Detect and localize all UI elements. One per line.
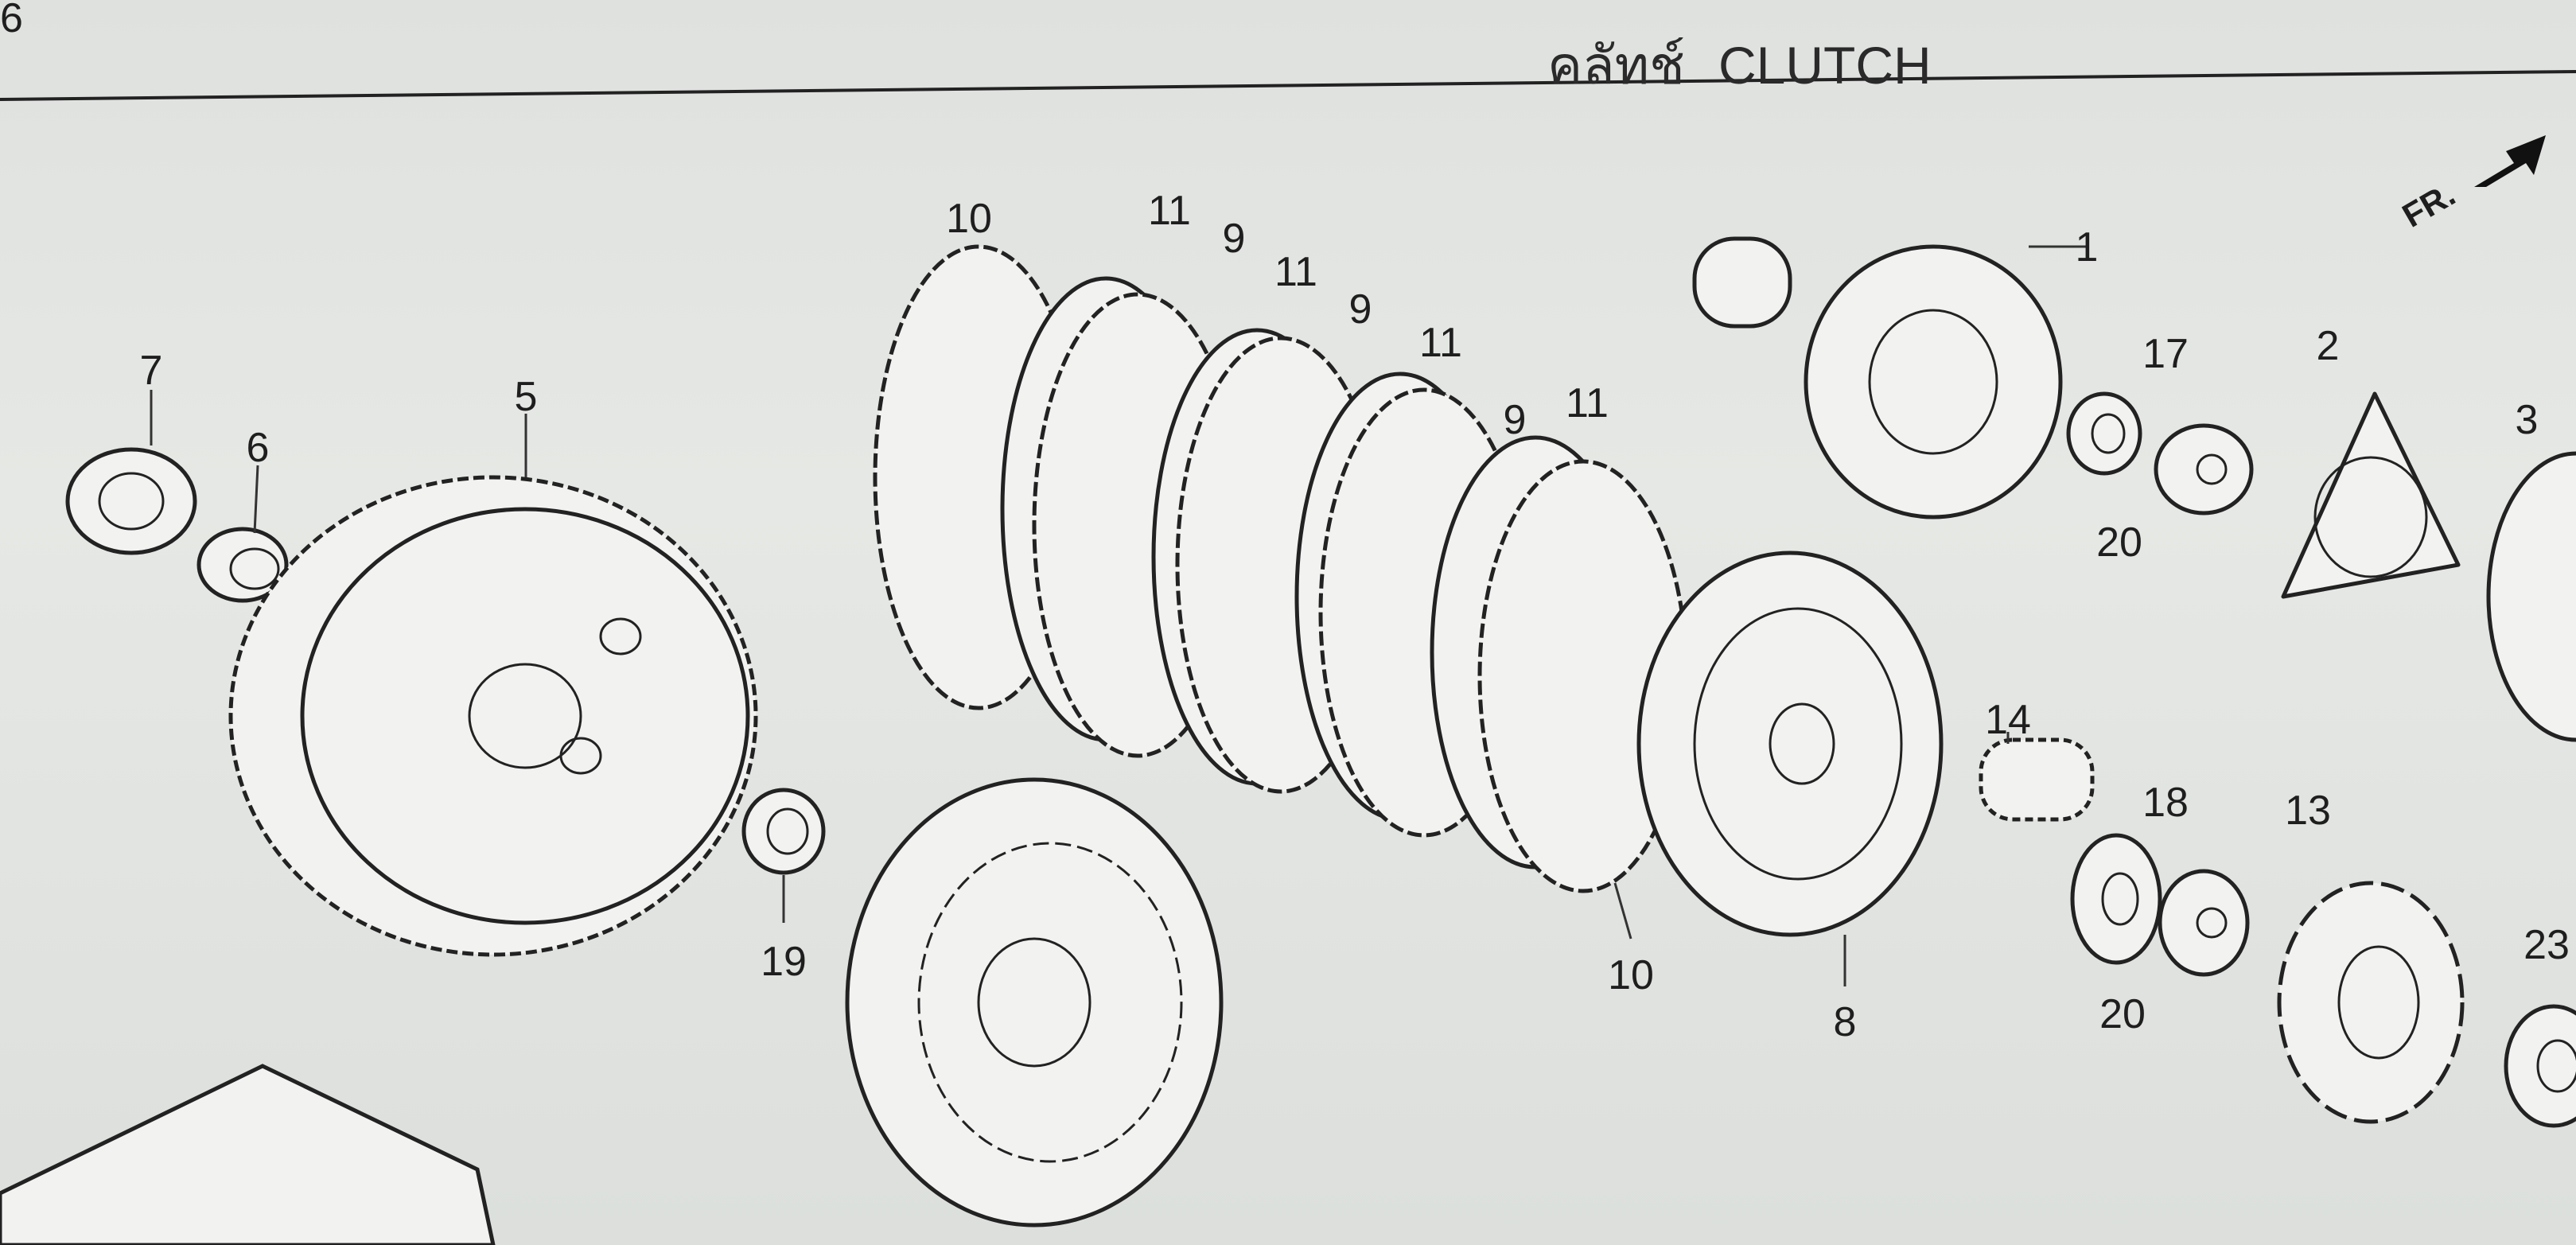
leader-lines <box>150 245 2087 986</box>
part-5-clutch-outer <box>228 475 758 957</box>
callout-20: 20 <box>2099 991 2146 1037</box>
adjacent-part-partial <box>0 1064 496 1245</box>
callout-11: 11 <box>1419 320 1462 366</box>
front-label: FR. <box>2396 175 2461 235</box>
part-2-plate <box>2281 391 2461 599</box>
callout-20: 20 <box>2096 519 2142 566</box>
callout-13: 13 <box>2285 788 2331 834</box>
callout-9: 9 <box>1504 397 1527 443</box>
callout-11: 11 <box>1566 380 1609 426</box>
part-6-collar <box>197 527 289 603</box>
callout-5: 5 <box>515 374 538 420</box>
callout-10: 10 <box>946 196 992 242</box>
arrow-up-right-icon <box>2474 135 2546 187</box>
callout-11: 11 <box>1148 188 1191 234</box>
part-3-cover <box>2486 451 2576 742</box>
part-pressure-plate <box>845 777 1224 1227</box>
part-13-lifter-plate <box>2277 881 2465 1124</box>
callout-7: 7 <box>140 348 163 394</box>
callout-11: 11 <box>1274 249 1317 295</box>
callout-18: 18 <box>2142 780 2189 826</box>
page-mark: 6 <box>0 0 23 41</box>
callout-6: 6 <box>247 425 270 471</box>
callout-23: 23 <box>2523 922 2570 968</box>
callout-2: 2 <box>2317 323 2340 369</box>
part-17-lifter-cam <box>2154 423 2254 516</box>
callout-14: 14 <box>1985 697 2031 743</box>
part-8-clutch-center <box>1636 551 1944 937</box>
part-1-lifter-housing <box>1692 236 2063 519</box>
front-direction-indicator: FR. <box>2396 135 2546 235</box>
callout-10: 10 <box>1608 952 1654 998</box>
callout-8: 8 <box>1834 999 1857 1045</box>
part-20-washer-lower <box>2070 833 2162 965</box>
callout-17: 17 <box>2142 331 2189 377</box>
part-20-washer-upper <box>2066 391 2142 476</box>
part-19-washer <box>741 788 826 875</box>
title-thai: คลัทช์ <box>1547 36 1685 95</box>
callout-1: 1 <box>2076 224 2099 270</box>
part-7-bearing <box>65 447 197 555</box>
callout-9: 9 <box>1349 286 1372 333</box>
header-rule <box>0 70 2576 101</box>
callout-3: 3 <box>2516 397 2539 443</box>
title-english: CLUTCH <box>1718 36 1932 95</box>
part-14-spring <box>1979 737 2095 822</box>
part-18-lifter-cam <box>2158 869 2250 977</box>
part-23-bearing <box>2504 1004 2576 1128</box>
callout-9: 9 <box>1223 216 1246 262</box>
callout-19: 19 <box>761 939 807 985</box>
clutch-plate-stack <box>873 244 1689 893</box>
